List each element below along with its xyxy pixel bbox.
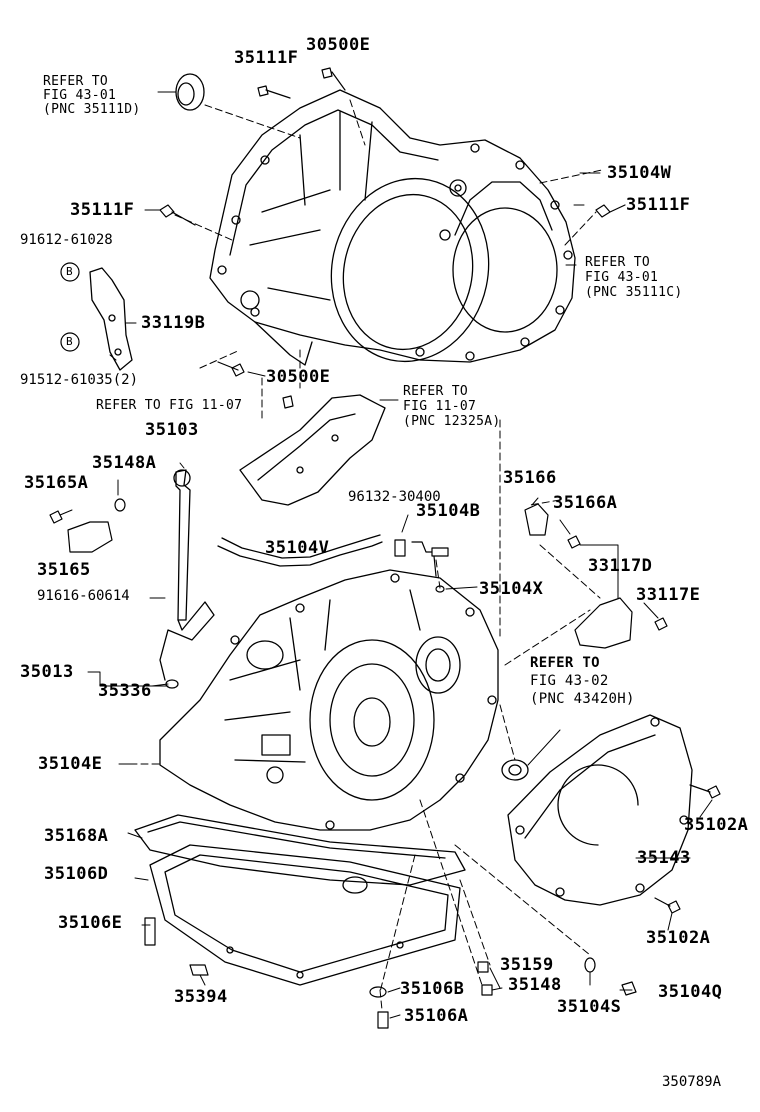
ref-fig-43-02-line3: (PNC 43420H) <box>530 691 635 707</box>
label-35336: 35336 <box>98 681 152 701</box>
label-35166a: 35166A <box>553 493 618 513</box>
label-35111f-left: 35111F <box>70 200 135 220</box>
label-33117d: 33117D <box>588 556 653 576</box>
label-91512-61035: 91512-61035(2) <box>20 372 139 388</box>
transaxle-housing <box>159 569 499 831</box>
label-35102a-top: 35102A <box>684 815 749 835</box>
label-35104v: 35104V <box>265 538 330 558</box>
ref-fig-43-02-line2: FIG 43-02 <box>530 673 609 689</box>
ref-fig-43-01-right-line2: FIG 43-01 <box>585 270 659 285</box>
label-35103: 35103 <box>145 420 199 440</box>
bracket-33119b <box>89 267 133 371</box>
label-35165: 35165 <box>37 560 91 580</box>
label-35013: 35013 <box>20 662 74 682</box>
label-30500e-top: 30500E <box>306 35 371 55</box>
label-35104e: 35104E <box>38 754 103 774</box>
label-35143: 35143 <box>637 848 691 868</box>
badge-b-upper: B <box>66 265 73 278</box>
label-35111f-top: 35111F <box>234 48 299 68</box>
ref-fig-43-01-right-line3: (PNC 35111C) <box>585 285 683 300</box>
label-35106a: 35106A <box>404 1006 469 1026</box>
label-35106d: 35106D <box>44 864 109 884</box>
label-35106e: 35106E <box>58 913 123 933</box>
label-30500e-mid: 30500E <box>266 367 331 387</box>
dipstick <box>159 469 215 681</box>
label-35104w: 35104W <box>607 163 672 183</box>
ref-fig-11-07-left: REFER TO FIG 11-07 <box>96 398 243 413</box>
ref-fig-11-07-line3: (PNC 12325A) <box>403 414 501 429</box>
side-cover <box>507 714 693 906</box>
label-35106b: 35106B <box>400 979 465 999</box>
badge-b-lower: B <box>66 335 73 348</box>
label-35111f-right: 35111F <box>626 195 691 215</box>
label-35394: 35394 <box>174 987 228 1007</box>
label-33117e: 33117E <box>636 585 701 605</box>
label-91616-60614: 91616-60614 <box>37 588 130 604</box>
ref-fig-11-07-line2: FIG 11-07 <box>403 399 477 414</box>
shield-bracket <box>239 394 386 506</box>
label-35104s: 35104S <box>557 997 622 1017</box>
ref-fig-43-02-line1: REFER TO <box>530 655 600 671</box>
small-parts <box>67 498 633 998</box>
label-35148: 35148 <box>508 975 562 995</box>
ref-fig-43-01-top-line1: REFER TO <box>43 74 109 89</box>
dashed-alignment-lines <box>129 99 603 1011</box>
leader-lines <box>59 91 713 1019</box>
label-35104b: 35104B <box>416 501 481 521</box>
label-91612-61028: 91612-61028 <box>20 232 113 248</box>
label-35148a: 35148A <box>92 453 157 473</box>
label-35104x: 35104X <box>479 579 544 599</box>
ref-fig-43-01-right-line1: REFER TO <box>585 255 651 270</box>
transaxle-case <box>209 89 576 366</box>
seal-35111f-lower <box>501 759 529 781</box>
ref-fig-11-07-line1: REFER TO <box>403 384 469 399</box>
label-96132-30400: 96132-30400 <box>348 489 441 505</box>
label-35102a-bot: 35102A <box>646 928 711 948</box>
label-35159: 35159 <box>500 955 554 975</box>
seal-35111d <box>175 73 205 111</box>
hose-35104v <box>217 534 383 567</box>
oil-pan <box>134 814 466 986</box>
label-35104q: 35104Q <box>658 982 723 1002</box>
label-35168a: 35168A <box>44 826 109 846</box>
label-33119b: 33119B <box>141 313 206 333</box>
bolts <box>49 67 721 1029</box>
ref-fig-43-01-top-line3: (PNC 35111D) <box>43 102 141 117</box>
diagram-id: 350789A <box>662 1074 722 1090</box>
label-35166: 35166 <box>503 468 557 488</box>
label-35165a: 35165A <box>24 473 89 493</box>
ref-fig-43-01-top-line2: FIG 43-01 <box>43 88 117 103</box>
